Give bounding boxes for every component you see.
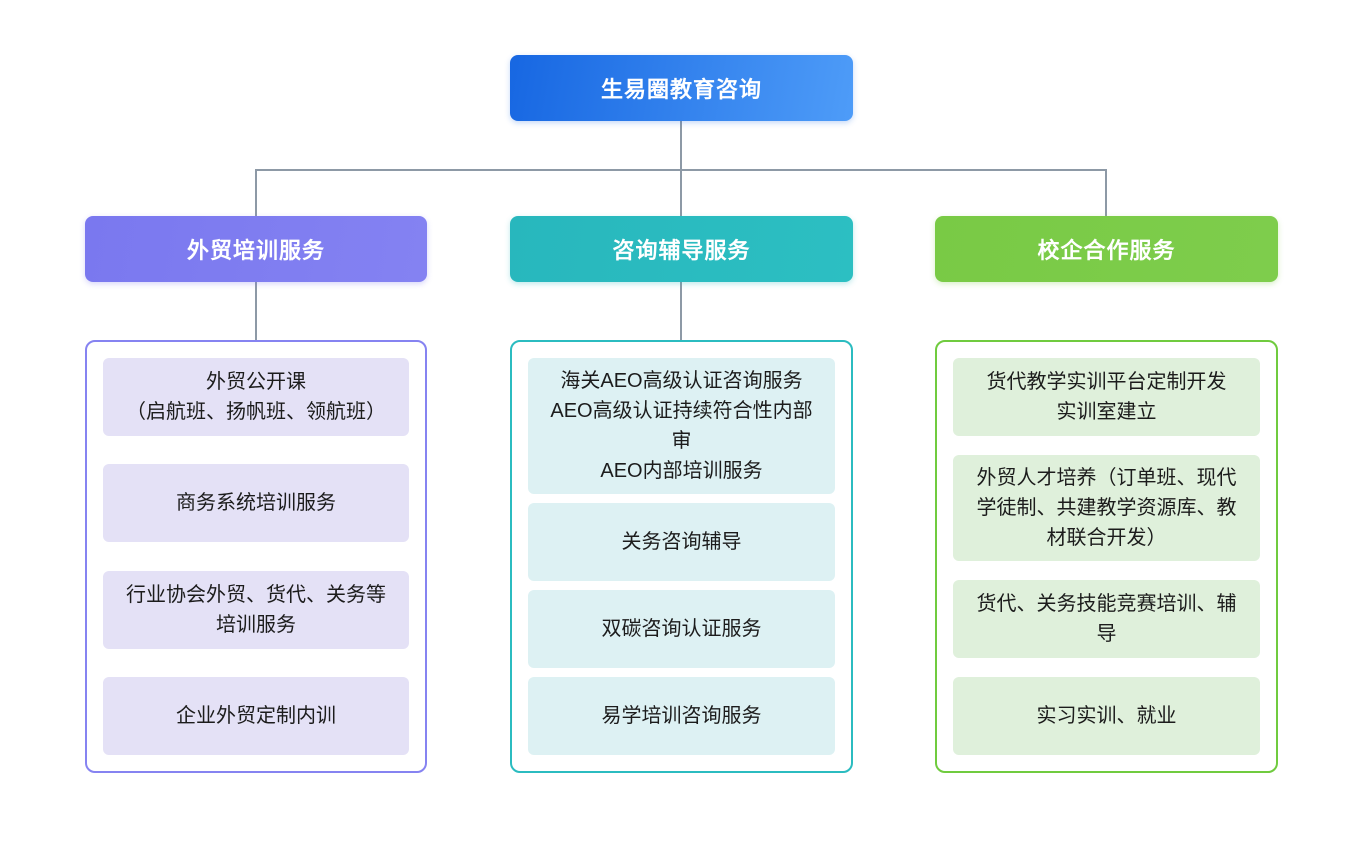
branch-header-label: 咨询辅导服务 (612, 238, 751, 263)
service-item: 海关AEO高级认证咨询服务 AEO高级认证持续符合性内部审 AEO内部培训服务 (528, 358, 835, 494)
root-node: 生易圈教育咨询 (510, 55, 853, 121)
connector-branch1-to-group (255, 282, 257, 340)
connector-branch2-drop (680, 169, 682, 216)
connector-root-vertical (680, 121, 682, 170)
service-item: 关务咨询辅导 (528, 503, 835, 581)
branch-group-consulting-coaching: 海关AEO高级认证咨询服务 AEO高级认证持续符合性内部审 AEO内部培训服务 … (510, 340, 853, 773)
service-item: 企业外贸定制内训 (103, 676, 409, 755)
branch-group-foreign-trade-training: 外贸公开课 （启航班、扬帆班、领航班） 商务系统培训服务 行业协会外贸、货代、关… (85, 340, 427, 773)
connector-branch3-drop (1105, 169, 1107, 216)
service-item: 商务系统培训服务 (103, 464, 409, 543)
connector-branch1-drop (255, 169, 257, 216)
branch-group-school-enterprise: 货代教学实训平台定制开发 实训室建立 外贸人才培养（订单班、现代学徒制、共建教学… (935, 340, 1278, 773)
connector-branch2-to-group (680, 282, 682, 340)
service-item: 外贸人才培养（订单班、现代学徒制、共建教学资源库、教材联合开发） (953, 455, 1260, 561)
branch-header-consulting-coaching: 咨询辅导服务 (510, 216, 853, 282)
branch-header-foreign-trade-training: 外贸培训服务 (85, 216, 427, 282)
service-item: 行业协会外贸、货代、关务等培训服务 (103, 570, 409, 649)
service-item: 实习实训、就业 (953, 677, 1260, 755)
service-item: 外贸公开课 （启航班、扬帆班、领航班） (103, 358, 409, 436)
branch-header-label: 外贸培训服务 (186, 238, 325, 263)
service-item: 双碳咨询认证服务 (528, 590, 835, 668)
root-node-label: 生易圈教育咨询 (600, 77, 762, 102)
service-item: 货代教学实训平台定制开发 实训室建立 (953, 358, 1260, 436)
branch-header-label: 校企合作服务 (1037, 238, 1176, 263)
service-item: 易学培训咨询服务 (528, 677, 835, 755)
branch-header-school-enterprise: 校企合作服务 (935, 216, 1278, 282)
service-item: 货代、关务技能竞赛培训、辅导 (953, 580, 1260, 658)
